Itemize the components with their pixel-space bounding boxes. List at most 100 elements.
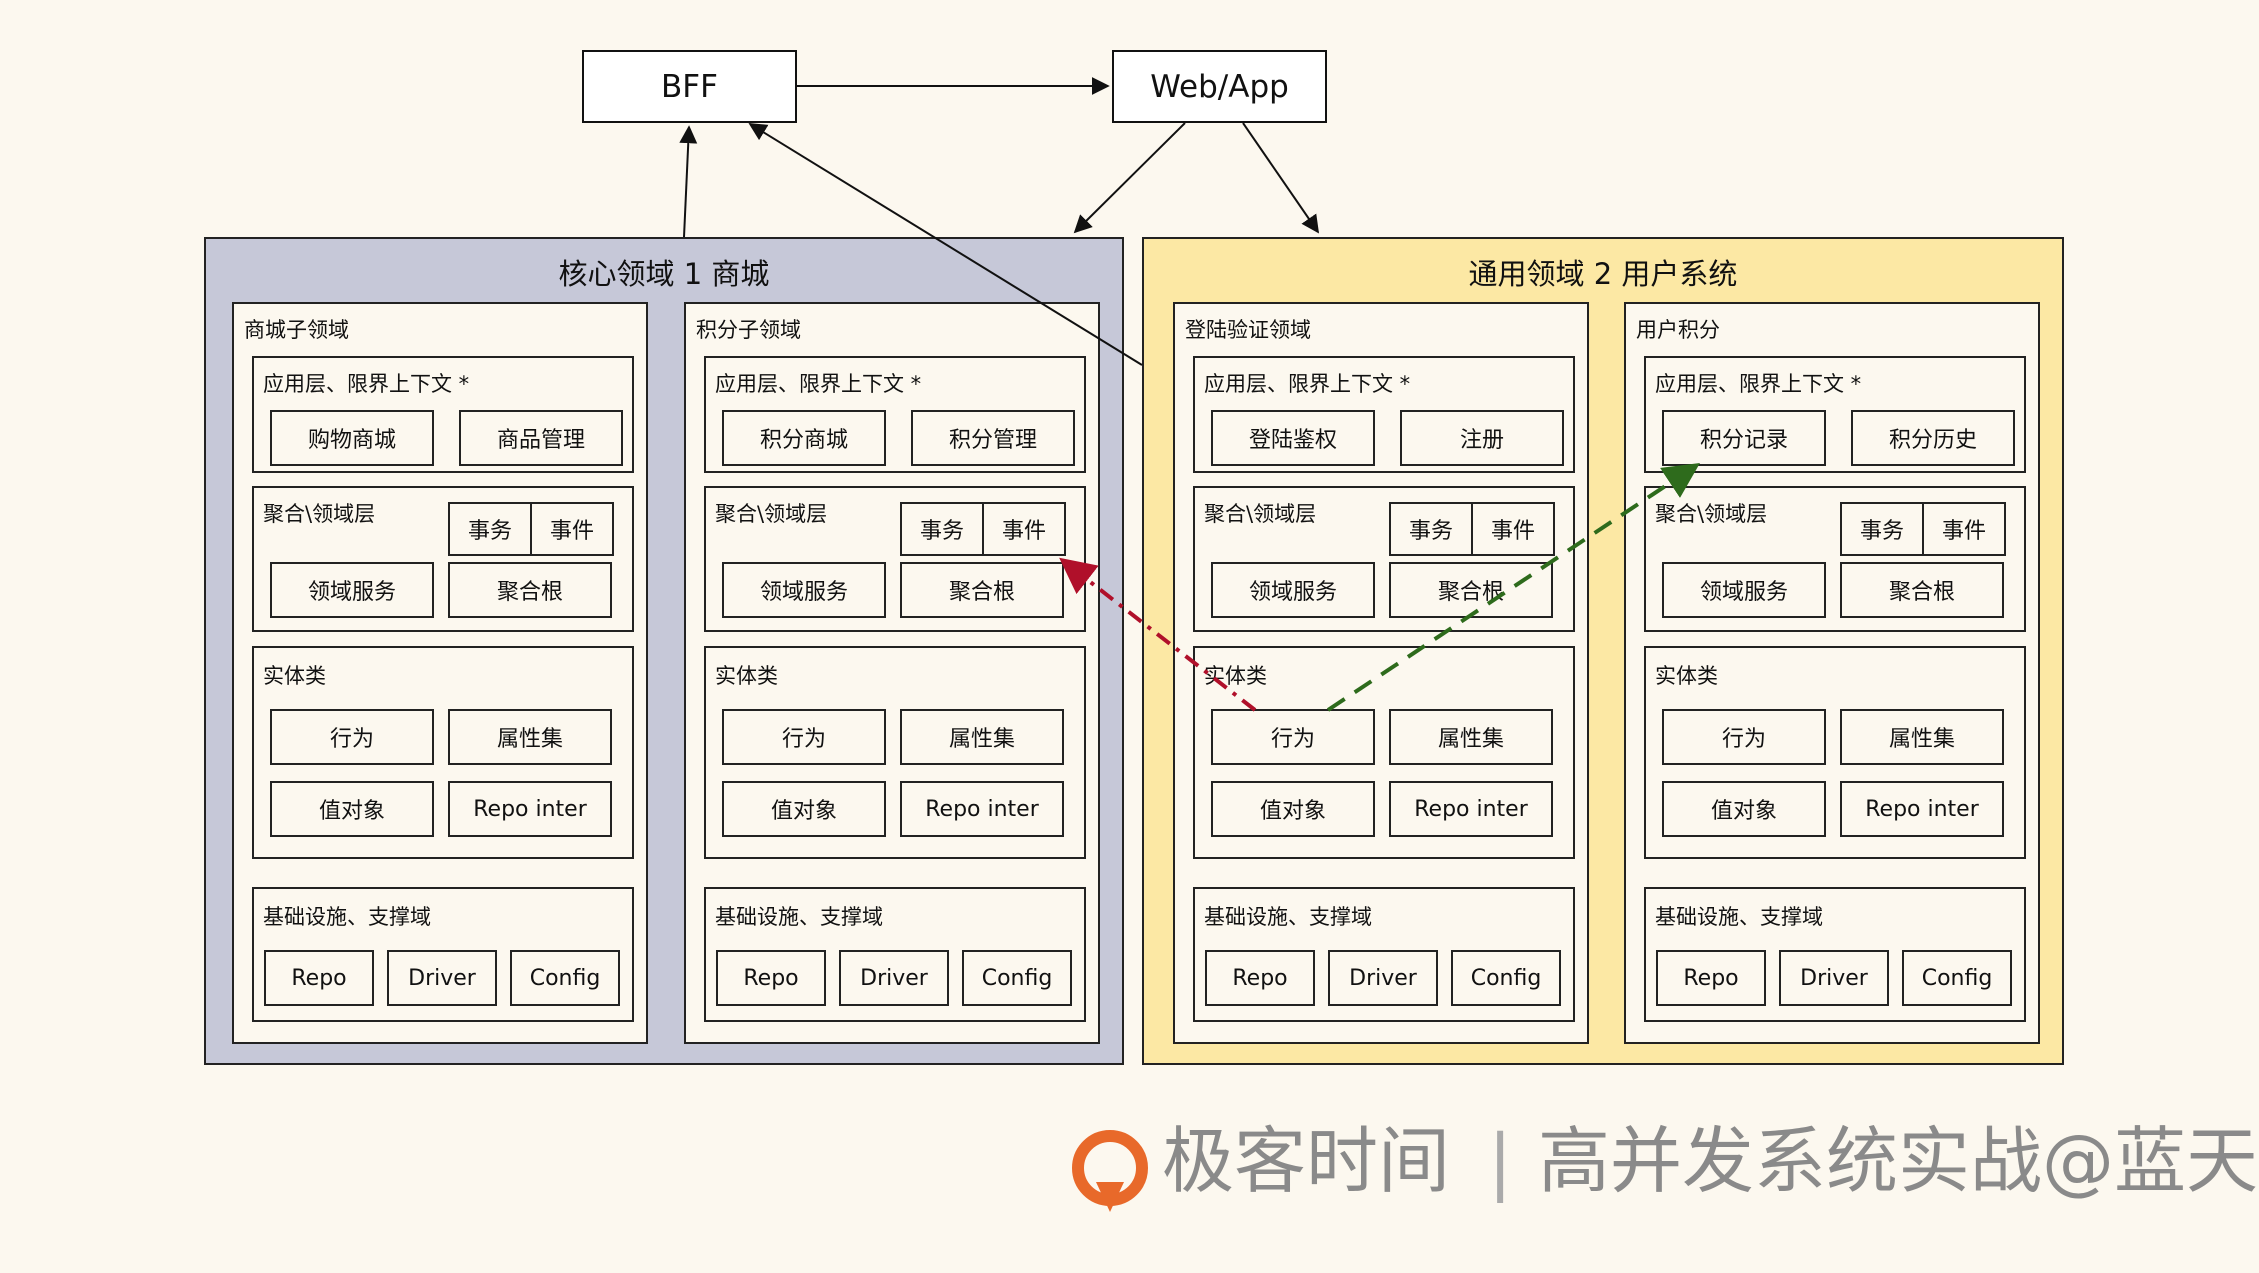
subdomain-title: 商城子领域 — [244, 318, 349, 342]
app-item: 注册 — [1400, 410, 1564, 466]
value-object-cell: 值对象 — [270, 781, 434, 837]
behavior-cell: 行为 — [1662, 709, 1826, 765]
application-layer-title: 应用层、限界上下文 * — [263, 372, 470, 396]
attribute-set-cell: 属性集 — [1389, 709, 1553, 765]
event-cell: 事件 — [982, 502, 1066, 556]
application-layer-title: 应用层、限界上下文 * — [1204, 372, 1411, 396]
app-item: 积分记录 — [1662, 410, 1826, 466]
generic-domain-title: 通用领域 2 用户系统 — [1468, 257, 1738, 291]
infrastructure-layer-title: 基础设施、支撑域 — [715, 905, 883, 929]
points-subdomain-panel: 积分子领域应用层、限界上下文 *积分商城积分管理聚合\领域层事务事件领域服务聚合… — [684, 302, 1100, 1044]
app-item: 登陆鉴权 — [1211, 410, 1375, 466]
behavior-cell: 行为 — [1211, 709, 1375, 765]
infrastructure-layer-title: 基础设施、支撑域 — [1204, 905, 1372, 929]
webapp-box: Web/App — [1112, 50, 1327, 123]
aggregate-layer-title: 聚合\领域层 — [1655, 502, 1768, 526]
app-item: 积分商城 — [722, 410, 886, 466]
repo-cell: Repo — [264, 950, 374, 1006]
core-domain-title: 核心领域 1 商城 — [558, 257, 770, 291]
arrow-webapp-to-generic — [1242, 122, 1320, 234]
entity-layer-title: 实体类 — [1204, 664, 1267, 688]
login-auth-subdomain-panel: 登陆验证领域应用层、限界上下文 *登陆鉴权注册聚合\领域层事务事件领域服务聚合根… — [1173, 302, 1589, 1044]
brand-text: 极客时间 — [1162, 1119, 1451, 1203]
behavior-cell: 行为 — [270, 709, 434, 765]
subdomain-title: 用户积分 — [1636, 318, 1720, 342]
attribute-set-cell: 属性集 — [448, 709, 612, 765]
transaction-cell: 事务 — [1389, 502, 1473, 556]
app-item: 商品管理 — [459, 410, 623, 466]
application-layer: 应用层、限界上下文 * 登陆鉴权注册 — [1193, 356, 1575, 473]
repo-interface-cell: Repo inter — [1389, 781, 1553, 837]
infrastructure-layer-title: 基础设施、支撑域 — [263, 905, 431, 929]
arrow-core-to-bff — [679, 125, 698, 238]
event-cell: 事件 — [530, 502, 614, 556]
mall-subdomain-panel: 商城子领域应用层、限界上下文 *购物商城商品管理聚合\领域层 事务事件领域服务聚合… — [232, 302, 648, 1044]
subdomain-title: 积分子领域 — [696, 318, 801, 342]
repo-cell: Repo — [1656, 950, 1766, 1006]
application-layer: 应用层、限界上下文 *积分商城积分管理 — [704, 356, 1086, 473]
domain-service-cell: 领域服务 — [1662, 562, 1826, 618]
domain-service-cell: 领域服务 — [1211, 562, 1375, 618]
event-cell: 事件 — [1922, 502, 2006, 556]
subdomain-title: 登陆验证领域 — [1185, 318, 1311, 342]
config-cell: Config — [1902, 950, 2012, 1006]
core-domain-container: 核心领域 1 商城 商城子领域应用层、限界上下文 *购物商城商品管理聚合\领域层… — [204, 237, 1124, 1065]
aggregate-root-cell: 聚合根 — [1840, 562, 2004, 618]
repo-interface-cell: Repo inter — [900, 781, 1064, 837]
domain-service-cell: 领域服务 — [270, 562, 434, 618]
driver-cell: Driver — [1328, 950, 1438, 1006]
aggregate-layer-title: 聚合\领域层 — [1204, 502, 1317, 526]
webapp-label: Web/App — [1150, 68, 1289, 105]
app-item: 积分历史 — [1851, 410, 2015, 466]
infrastructure-layer-title: 基础设施、支撑域 — [1655, 905, 1823, 929]
entity-layer-title: 实体类 — [263, 664, 326, 688]
value-object-cell: 值对象 — [722, 781, 886, 837]
bff-box: BFF — [582, 50, 797, 123]
watermark-separator: | — [1488, 1119, 1513, 1203]
application-layer-title: 应用层、限界上下文 * — [715, 372, 922, 396]
bff-label: BFF — [661, 68, 718, 105]
application-layer-title: 应用层、限界上下文 * — [1655, 372, 1862, 396]
config-cell: Config — [962, 950, 1072, 1006]
entity-layer-title: 实体类 — [1655, 664, 1718, 688]
config-cell: Config — [1451, 950, 1561, 1006]
repo-cell: Repo — [716, 950, 826, 1006]
aggregate-layer-title: 聚合\领域层 — [263, 502, 376, 526]
value-object-cell: 值对象 — [1662, 781, 1826, 837]
aggregate-root-cell: 聚合根 — [448, 562, 612, 618]
behavior-cell: 行为 — [722, 709, 886, 765]
transaction-cell: 事务 — [900, 502, 984, 556]
attribute-set-cell: 属性集 — [1840, 709, 2004, 765]
transaction-cell: 事务 — [1840, 502, 1924, 556]
driver-cell: Driver — [839, 950, 949, 1006]
repo-cell: Repo — [1205, 950, 1315, 1006]
user-points-subdomain-panel: 用户积分应用层、限界上下文 * 积分记录积分历史聚合\领域层 事务事件领域服务聚合根… — [1624, 302, 2040, 1044]
transaction-cell: 事务 — [448, 502, 532, 556]
config-cell: Config — [510, 950, 620, 1006]
course-text: 高并发系统实战@蓝天 — [1538, 1119, 2259, 1203]
geektime-logo-icon — [1072, 1130, 1148, 1212]
arrow-webapp-to-core — [1073, 122, 1186, 234]
value-object-cell: 值对象 — [1211, 781, 1375, 837]
aggregate-root-cell: 聚合根 — [900, 562, 1064, 618]
entity-layer-title: 实体类 — [715, 664, 778, 688]
repo-interface-cell: Repo inter — [448, 781, 612, 837]
driver-cell: Driver — [1779, 950, 1889, 1006]
aggregate-domain-layer: 聚合\领域层 事务事件领域服务聚合根 — [252, 486, 634, 632]
event-cell: 事件 — [1471, 502, 1555, 556]
attribute-set-cell: 属性集 — [900, 709, 1064, 765]
generic-domain-container: 通用领域 2 用户系统 登陆验证领域应用层、限界上下文 * 登陆鉴权注册聚合\领域… — [1142, 237, 2064, 1065]
domain-service-cell: 领域服务 — [722, 562, 886, 618]
application-layer: 应用层、限界上下文 *购物商城商品管理 — [252, 356, 634, 473]
driver-cell: Driver — [387, 950, 497, 1006]
aggregate-layer-title: 聚合\领域层 — [715, 502, 828, 526]
repo-interface-cell: Repo inter — [1840, 781, 2004, 837]
